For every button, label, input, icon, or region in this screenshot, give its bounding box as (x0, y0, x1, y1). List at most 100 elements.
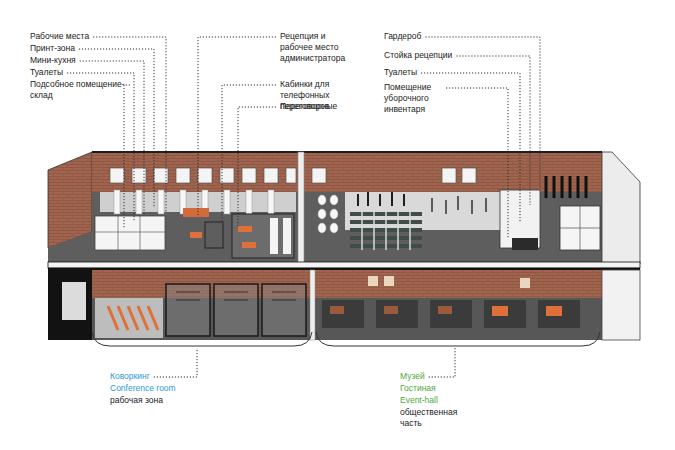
egg-chairs (318, 195, 338, 233)
sofa (492, 306, 508, 316)
window (110, 168, 124, 183)
leader-line (429, 348, 455, 377)
room (322, 300, 364, 328)
callout-label: Рабочие места (30, 31, 89, 42)
zone-label: Гостиная (400, 383, 436, 394)
sofa (330, 306, 344, 314)
window (312, 168, 326, 183)
sofa (438, 306, 452, 314)
callout-label: Стойка рецепции (384, 50, 452, 61)
window (242, 168, 256, 183)
slab (48, 262, 640, 268)
painting (384, 276, 394, 286)
toilet-partitions (560, 206, 600, 250)
glass-rooms (166, 284, 306, 336)
room (376, 300, 418, 328)
screen (62, 282, 86, 320)
leader-line (79, 49, 154, 208)
desk (114, 190, 120, 214)
chair-row (108, 306, 118, 330)
zone-label: общественная часть (400, 407, 462, 429)
sofa (546, 306, 562, 316)
lounge-rooms (322, 276, 580, 328)
back-wall (92, 152, 602, 192)
chair-row (118, 306, 128, 330)
room (484, 300, 526, 328)
shelving (176, 292, 296, 300)
bookshelf (183, 208, 209, 217)
window (264, 168, 278, 183)
desk (158, 190, 164, 214)
leader-line (238, 107, 276, 228)
end-block (602, 270, 640, 340)
meeting-room (232, 214, 294, 258)
callout-label: Мини-кухня (30, 55, 76, 66)
partition (298, 152, 304, 264)
desk (224, 190, 230, 214)
table (283, 218, 291, 254)
callout-label: Принт-зона (30, 43, 75, 54)
chair (318, 223, 326, 233)
callout-label: Подсобное помещение-склад (30, 79, 126, 101)
window (442, 168, 456, 183)
wall-top (92, 151, 602, 153)
end-wall (602, 152, 640, 264)
leader-line (456, 56, 530, 205)
desk (268, 190, 274, 214)
chair (330, 209, 338, 219)
zone-label: Музей (400, 371, 425, 382)
slab-edge (48, 268, 640, 271)
leader-line (93, 37, 166, 212)
leader-line (421, 73, 520, 222)
partition (310, 270, 315, 340)
chair-row (128, 306, 138, 330)
painting (368, 276, 378, 286)
toilet-block (95, 216, 165, 250)
chair (318, 209, 326, 219)
conference-chairs (108, 306, 158, 330)
dark-block (48, 270, 92, 340)
sofa (242, 242, 256, 248)
room (538, 300, 580, 328)
zone-label: Event-hall (400, 395, 438, 406)
bracket (316, 332, 600, 346)
zone-label: рабочая зона (110, 395, 163, 406)
window (462, 168, 476, 183)
window (286, 168, 296, 183)
bracket (92, 332, 312, 346)
zone-label: Conference room (110, 383, 176, 394)
callout-label: Гардероб (384, 31, 421, 42)
table (270, 218, 278, 254)
window (176, 168, 190, 183)
sofa (238, 226, 252, 232)
zone-label: Коворкинг (110, 371, 150, 382)
chair (318, 195, 326, 205)
phone-booth (205, 222, 223, 248)
seminar-aisles (362, 210, 410, 250)
toilet-block (560, 206, 600, 250)
windows (110, 168, 476, 183)
callout-label: Помещение уборочного инвентаря (384, 82, 442, 115)
leader-line (124, 85, 130, 228)
painting (520, 278, 530, 288)
leader-line (154, 348, 197, 377)
light-floor (95, 298, 163, 338)
room (430, 300, 472, 328)
side-wall (48, 152, 92, 248)
window (198, 168, 212, 183)
chair (330, 195, 338, 205)
exhibits (358, 192, 404, 206)
sofa (190, 232, 202, 238)
callout-label: Туалеты (30, 67, 63, 78)
chair-row (148, 306, 158, 330)
sofa (384, 306, 398, 314)
chair (330, 223, 338, 233)
desk (246, 190, 252, 214)
coats (546, 176, 586, 198)
callout-label: Рецепция и рабочее место администратора (280, 31, 352, 64)
callout-label: Переговорные (280, 101, 337, 112)
